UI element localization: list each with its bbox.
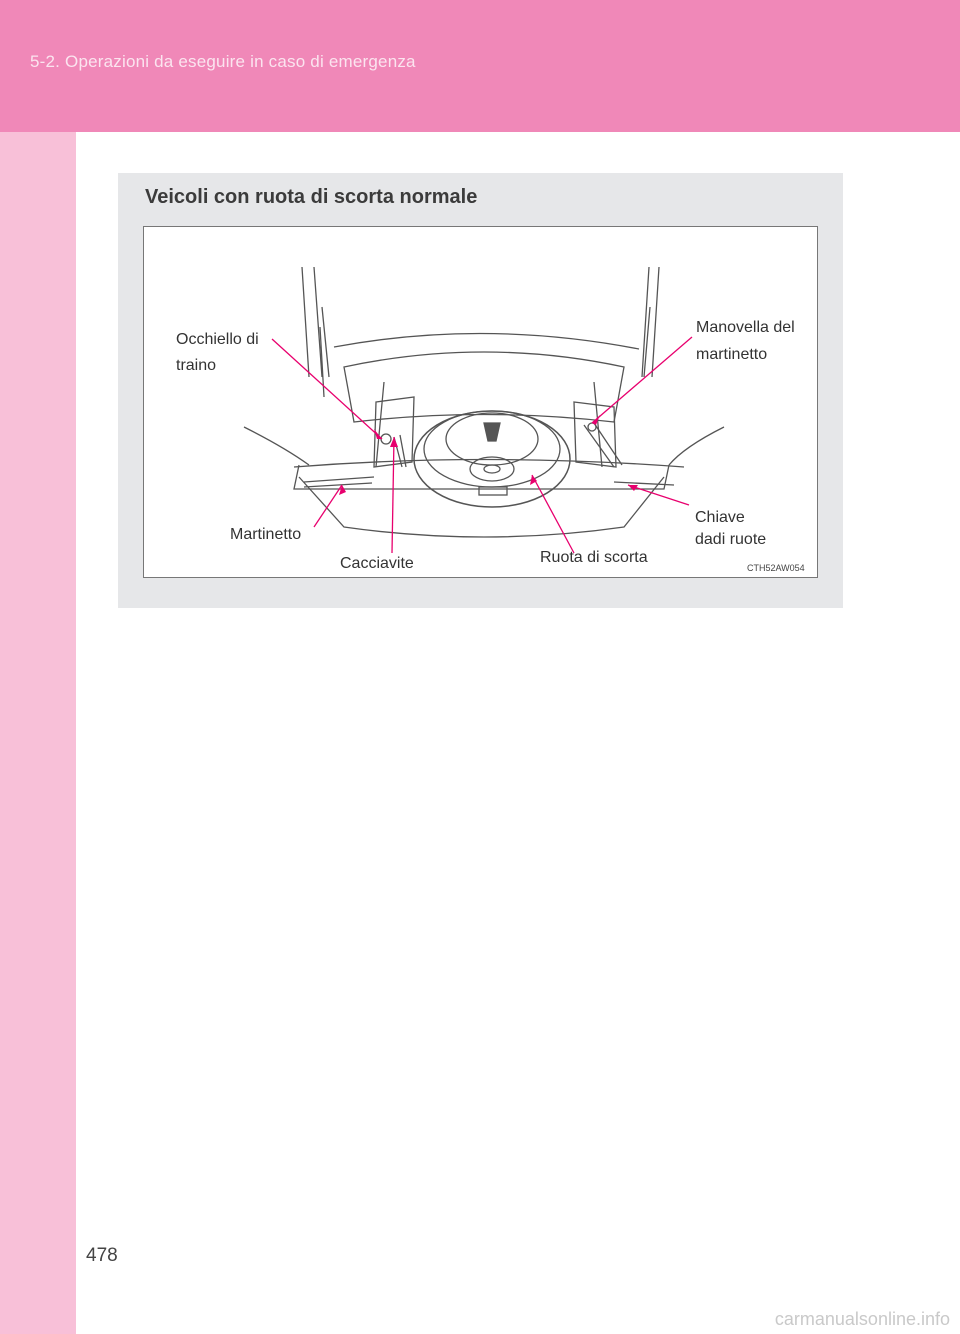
screwdriver-label: Cacciavite	[340, 555, 414, 572]
page-number: 478	[86, 1245, 118, 1266]
header-band	[0, 0, 960, 132]
watermark: carmanualsonline.info	[774, 1309, 950, 1329]
towing-eye-label-line1: Occhiello di	[176, 331, 259, 348]
figure-code: CTH52AW054	[747, 563, 805, 573]
spare-tire-label: Ruota di scorta	[540, 549, 648, 566]
trunk-drawing	[243, 266, 725, 554]
jack-handle-label-line1: Manovella del	[696, 319, 795, 336]
side-thumb-band	[0, 132, 76, 1334]
section-title: 5-2. Operazioni da eseguire in caso di e…	[30, 52, 416, 71]
wrench-label-line2: dadi ruote	[695, 531, 767, 548]
towing-eye-label-line2: traino	[176, 357, 217, 374]
wrench-label-line1: Chiave	[695, 509, 745, 526]
panel-title: Veicoli con ruota di scorta normale	[145, 186, 478, 208]
jack-handle-label-line2: martinetto	[696, 346, 768, 363]
jack-label: Martinetto	[230, 526, 302, 543]
trunk-illustration: Occhiello di traino Manovella del martin…	[143, 226, 818, 578]
